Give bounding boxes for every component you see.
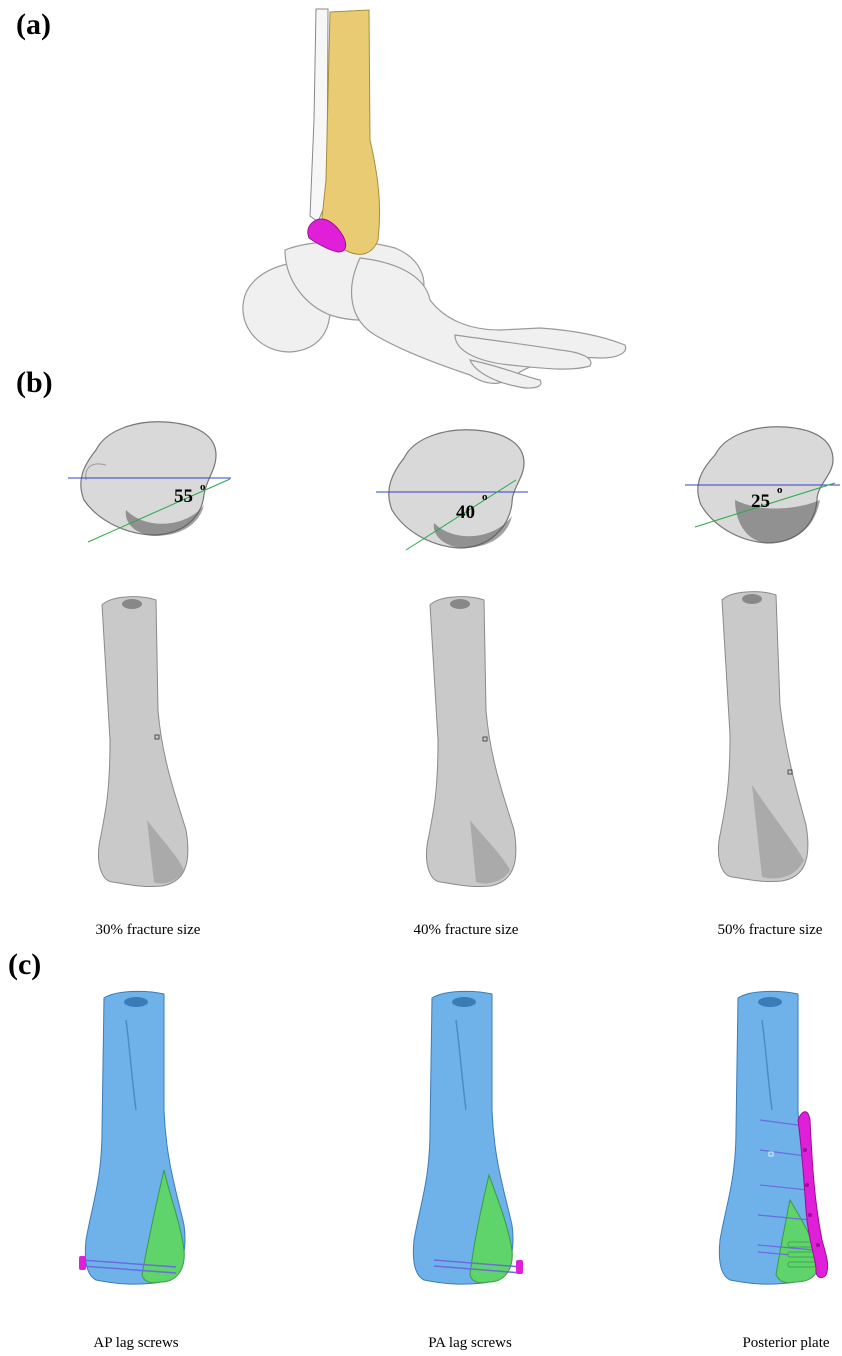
tibia-model-40	[420, 590, 550, 890]
angle-label-55: 55	[174, 486, 193, 507]
tibia-gold	[322, 10, 380, 254]
caption-50-fracture: 50% fracture size	[660, 922, 842, 939]
caption-posterior-plate: Posterior plate	[676, 1335, 842, 1352]
degree-mark: o	[200, 481, 206, 493]
caption-pa-lag-screws: PA lag screws	[360, 1335, 580, 1352]
cross-section-40: 40 o	[374, 418, 554, 558]
degree-mark: o	[777, 484, 783, 496]
panel-c-label: (c)	[8, 948, 41, 982]
model-ap-lag-screws	[76, 990, 216, 1300]
caption-30-fracture: 30% fracture size	[38, 922, 258, 939]
cross-section-25: 25 o	[685, 415, 842, 555]
tibia-model-50	[712, 585, 842, 885]
angle-label-40: 40	[456, 502, 475, 523]
model-posterior-plate	[710, 990, 842, 1300]
model-pa-lag-screws	[404, 990, 544, 1300]
foot-bones	[243, 241, 626, 388]
angle-label-25: 25	[751, 491, 770, 512]
caption-ap-lag-screws: AP lag screws	[26, 1335, 246, 1352]
ankle-model-figure	[0, 0, 842, 400]
panel-b-label: (b)	[16, 366, 53, 400]
degree-mark: o	[482, 491, 488, 503]
cross-section-30: 55 o	[66, 410, 246, 550]
caption-40-fracture: 40% fracture size	[356, 922, 576, 939]
tibia-model-30	[92, 590, 222, 890]
